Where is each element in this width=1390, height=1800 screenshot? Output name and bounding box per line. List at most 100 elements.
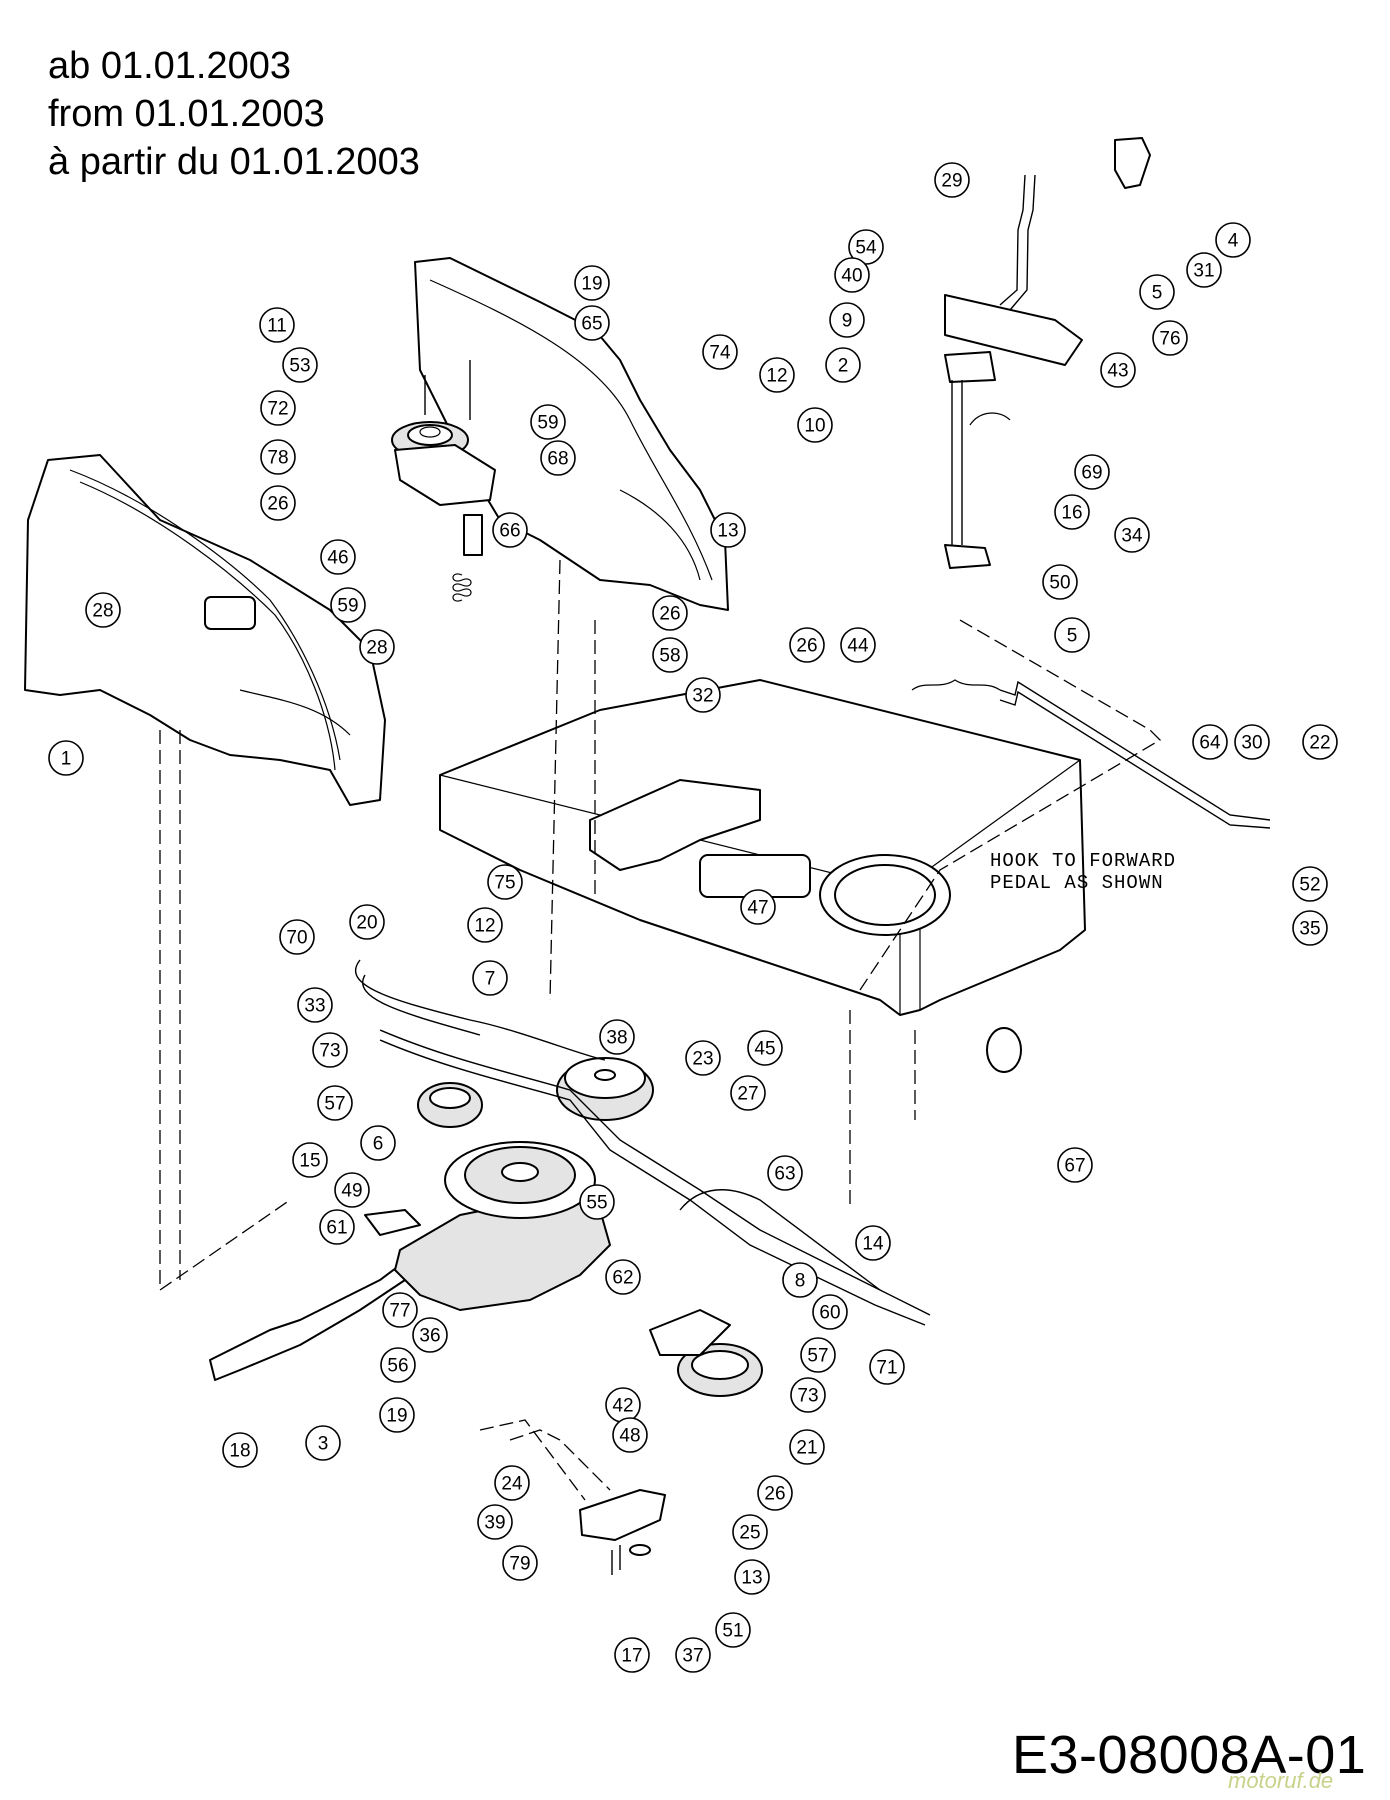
callout-circle — [759, 357, 795, 393]
callout-20: 20 — [349, 904, 385, 940]
callout-circle — [379, 1397, 415, 1433]
callout-73: 73 — [312, 1032, 348, 1068]
callout-circle — [312, 1032, 348, 1068]
callout-label: 26 — [796, 636, 817, 657]
callout-66: 66 — [492, 512, 528, 548]
callout-75: 75 — [487, 864, 523, 900]
callout-label: 44 — [847, 636, 869, 657]
callout-circle — [85, 592, 121, 628]
callout-circle — [747, 1030, 783, 1066]
callout-label: 57 — [807, 1346, 828, 1367]
drive-pulleys-and-belts — [354, 959, 931, 1397]
upper-idler-pulley-assembly — [391, 360, 496, 602]
callout-7: 7 — [472, 960, 508, 996]
callout-circle — [349, 904, 385, 940]
callout-61: 61 — [319, 1209, 355, 1245]
callout-circle — [1114, 517, 1150, 553]
callout-26: 26 — [789, 627, 825, 663]
callout-28: 28 — [85, 592, 121, 628]
callout-21: 21 — [789, 1429, 825, 1465]
callout-label: 28 — [92, 601, 113, 622]
callout-label: 1 — [61, 749, 72, 770]
callout-label: 59 — [337, 596, 358, 617]
callout-label: 33 — [304, 996, 325, 1017]
callout-circle — [800, 1337, 836, 1373]
callout-19: 19 — [574, 265, 610, 301]
callout-label: 60 — [819, 1303, 840, 1324]
callout-circle — [834, 257, 870, 293]
callout-label: 45 — [754, 1039, 775, 1060]
note-line-1: HOOK TO FORWARD — [990, 850, 1176, 872]
date-header-english: from 01.01.2003 — [48, 93, 325, 135]
callout-circle — [715, 1612, 751, 1648]
callout-circle — [652, 595, 688, 631]
callout-1: 1 — [48, 740, 84, 776]
callout-circle — [740, 889, 776, 925]
callout-77: 77 — [382, 1292, 418, 1328]
callout-50: 50 — [1042, 564, 1078, 600]
callout-26: 26 — [652, 595, 688, 631]
callout-circle — [334, 1172, 370, 1208]
callout-label: 34 — [1121, 526, 1143, 547]
callout-2: 2 — [825, 347, 861, 383]
callout-26: 26 — [260, 485, 296, 521]
callout-circle — [1074, 454, 1110, 490]
callout-53: 53 — [282, 347, 318, 383]
callout-label: 56 — [387, 1356, 408, 1377]
callout-69: 69 — [1074, 454, 1110, 490]
callout-label: 67 — [1064, 1156, 1085, 1177]
callout-label: 12 — [766, 366, 787, 387]
callout-11: 11 — [259, 307, 295, 343]
callout-label: 53 — [289, 356, 310, 377]
callout-31: 31 — [1186, 252, 1222, 288]
callout-label: 25 — [739, 1523, 760, 1544]
callout-56: 56 — [380, 1347, 416, 1383]
callout-circle — [1186, 252, 1222, 288]
callout-circle — [412, 1317, 448, 1353]
callout-label: 21 — [796, 1438, 817, 1459]
callout-label: 54 — [855, 238, 877, 259]
left-side-frame-panel — [24, 454, 386, 806]
callout-circle — [494, 1465, 530, 1501]
callout-28: 28 — [359, 629, 395, 665]
callout-circle — [848, 229, 884, 265]
callout-label: 36 — [419, 1326, 440, 1347]
callout-71: 71 — [869, 1349, 905, 1385]
callout-label: 32 — [692, 686, 713, 707]
callout-circle — [675, 1637, 711, 1673]
callout-label: 11 — [267, 316, 287, 337]
callout-label: 39 — [484, 1513, 505, 1534]
callout-circle — [829, 302, 865, 338]
alignment-lines — [159, 559, 916, 1501]
callout-label: 2 — [838, 356, 849, 377]
callout-circle — [319, 1209, 355, 1245]
callout-14: 14 — [855, 1225, 891, 1261]
callout-36: 36 — [412, 1317, 448, 1353]
callout-70: 70 — [279, 919, 315, 955]
callout-circle — [320, 539, 356, 575]
callout-33: 33 — [297, 987, 333, 1023]
callout-78: 78 — [260, 439, 296, 475]
callout-5: 5 — [1054, 617, 1090, 653]
lower-bracket — [579, 1489, 666, 1575]
callout-label: 26 — [659, 604, 680, 625]
callout-label: 50 — [1049, 573, 1070, 594]
callout-label: 13 — [741, 1568, 762, 1589]
callout-label: 5 — [1152, 283, 1163, 304]
callout-39: 39 — [477, 1504, 513, 1540]
callout-label: 17 — [621, 1646, 642, 1667]
callout-label: 49 — [341, 1181, 362, 1202]
callout-40: 40 — [834, 257, 870, 293]
callout-circle — [789, 1429, 825, 1465]
callout-32: 32 — [685, 677, 721, 713]
callout-label: 40 — [841, 266, 862, 287]
callout-circle — [612, 1417, 648, 1453]
callout-circle — [1054, 617, 1090, 653]
callout-label: 5 — [1067, 626, 1078, 647]
callout-79: 79 — [502, 1545, 538, 1581]
callout-label: 70 — [286, 928, 307, 949]
callout-circle — [1292, 866, 1328, 902]
callout-38: 38 — [599, 1019, 635, 1055]
callout-circle — [540, 440, 576, 476]
